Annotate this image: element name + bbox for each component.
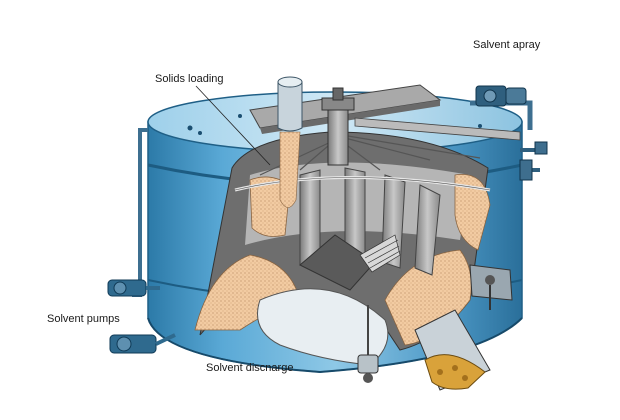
solvent-pump-lower xyxy=(109,333,176,354)
solids-loading-label: Solids loading xyxy=(155,73,224,85)
solids-loading-leader xyxy=(195,85,271,166)
recirculation-pipe xyxy=(132,128,148,297)
solvent-spray-label: Salvent apray xyxy=(473,39,541,51)
discharge-valve xyxy=(357,305,379,383)
solvent-pumps-label: Solvent pumps xyxy=(47,313,120,325)
screen-grating xyxy=(359,234,401,273)
rotor-assembly xyxy=(249,76,521,208)
cutaway-interior xyxy=(194,131,491,366)
solvent-discharge-label: Solvent discnarge xyxy=(206,362,294,374)
discharge-chute xyxy=(414,309,491,391)
deck-bolts xyxy=(187,114,482,135)
spray-header xyxy=(470,85,548,181)
solvent-pump-upper xyxy=(107,279,160,297)
side-gearbox xyxy=(469,264,513,310)
